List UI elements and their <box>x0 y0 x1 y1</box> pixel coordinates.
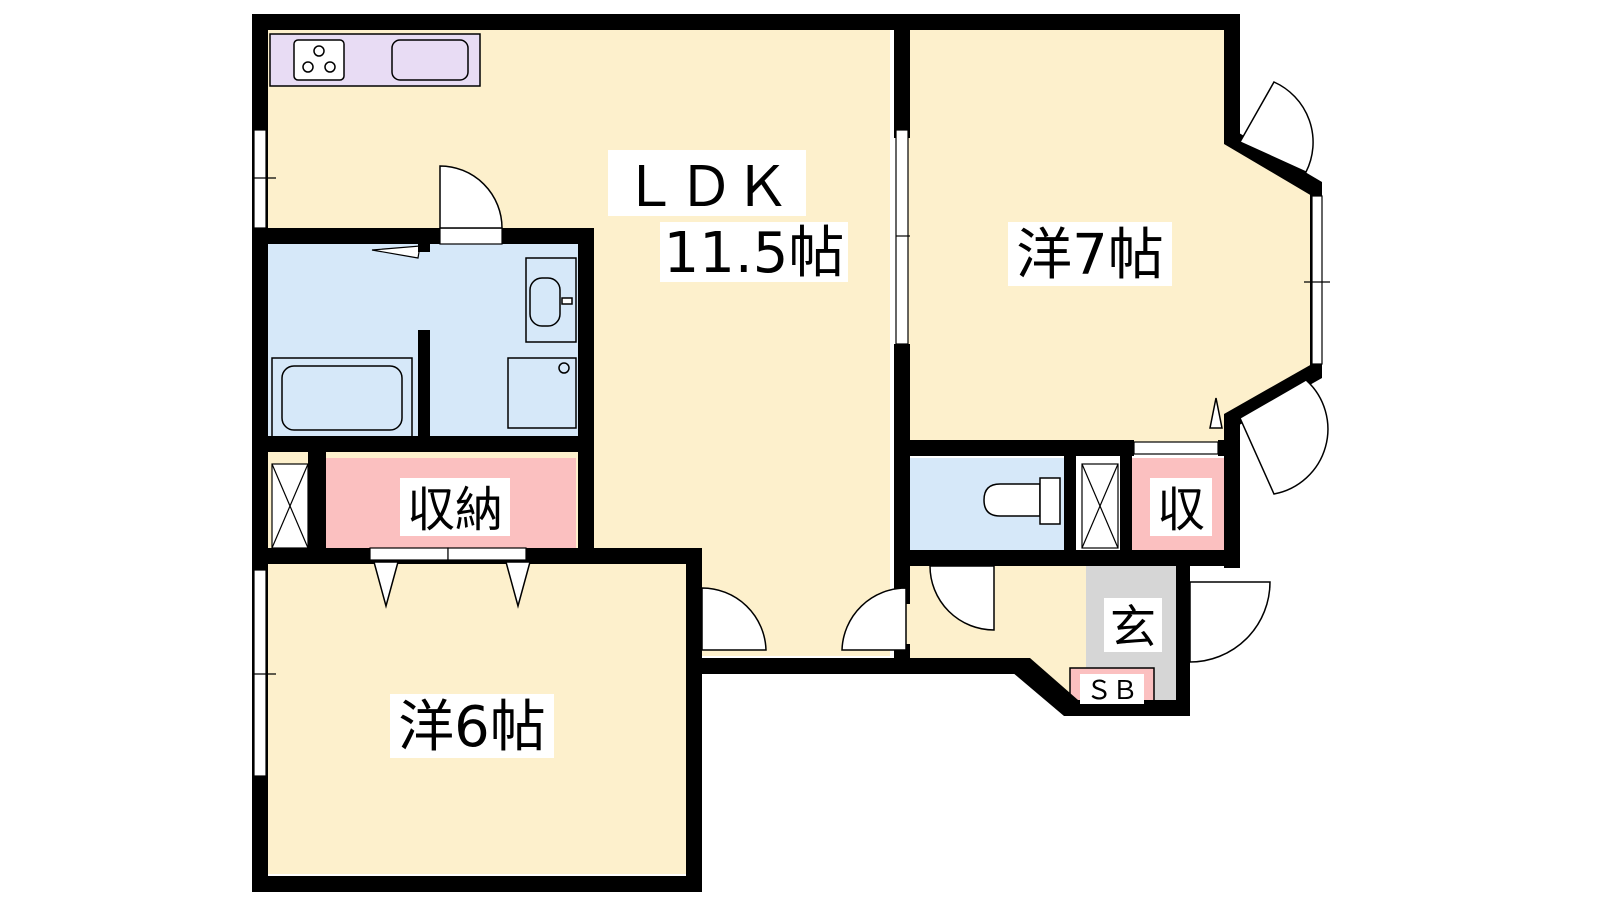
ldk-size-bg <box>660 222 848 282</box>
south-room-label-bg <box>390 694 554 758</box>
storage-small-label: 収 <box>1157 482 1205 538</box>
ldk-label: ＬＤＫ <box>622 155 790 220</box>
washbasin-icon <box>525 257 577 343</box>
shoe-box-label: ＳＢ <box>1086 676 1138 706</box>
ldk-label-bg <box>608 150 806 216</box>
bathtub-icon <box>271 357 413 439</box>
toilet-icon <box>983 477 1061 525</box>
sink-icon <box>391 39 469 81</box>
openings <box>252 129 1330 777</box>
door-swings <box>373 81 1329 663</box>
entrance-label: 玄 <box>1110 600 1156 654</box>
storage-main-label-bg <box>400 478 510 536</box>
washer-pan-icon <box>507 357 577 429</box>
west-room-label-bg <box>1008 222 1172 286</box>
shoe-box-label-bg <box>1080 674 1144 704</box>
west-room-label: 洋7帖 <box>1016 223 1164 288</box>
entrance-label-bg <box>1104 598 1162 652</box>
stove-icon <box>293 39 345 81</box>
bay-window-floor <box>1232 138 1318 420</box>
ldk-size-label: 11.5帖 <box>664 221 845 286</box>
storage-small-label-bg <box>1150 478 1212 536</box>
storage-main-label: 収納 <box>407 482 503 538</box>
south-room-label: 洋6帖 <box>398 695 546 760</box>
closet-x-right <box>1081 463 1119 549</box>
closet-x-left <box>271 463 309 549</box>
